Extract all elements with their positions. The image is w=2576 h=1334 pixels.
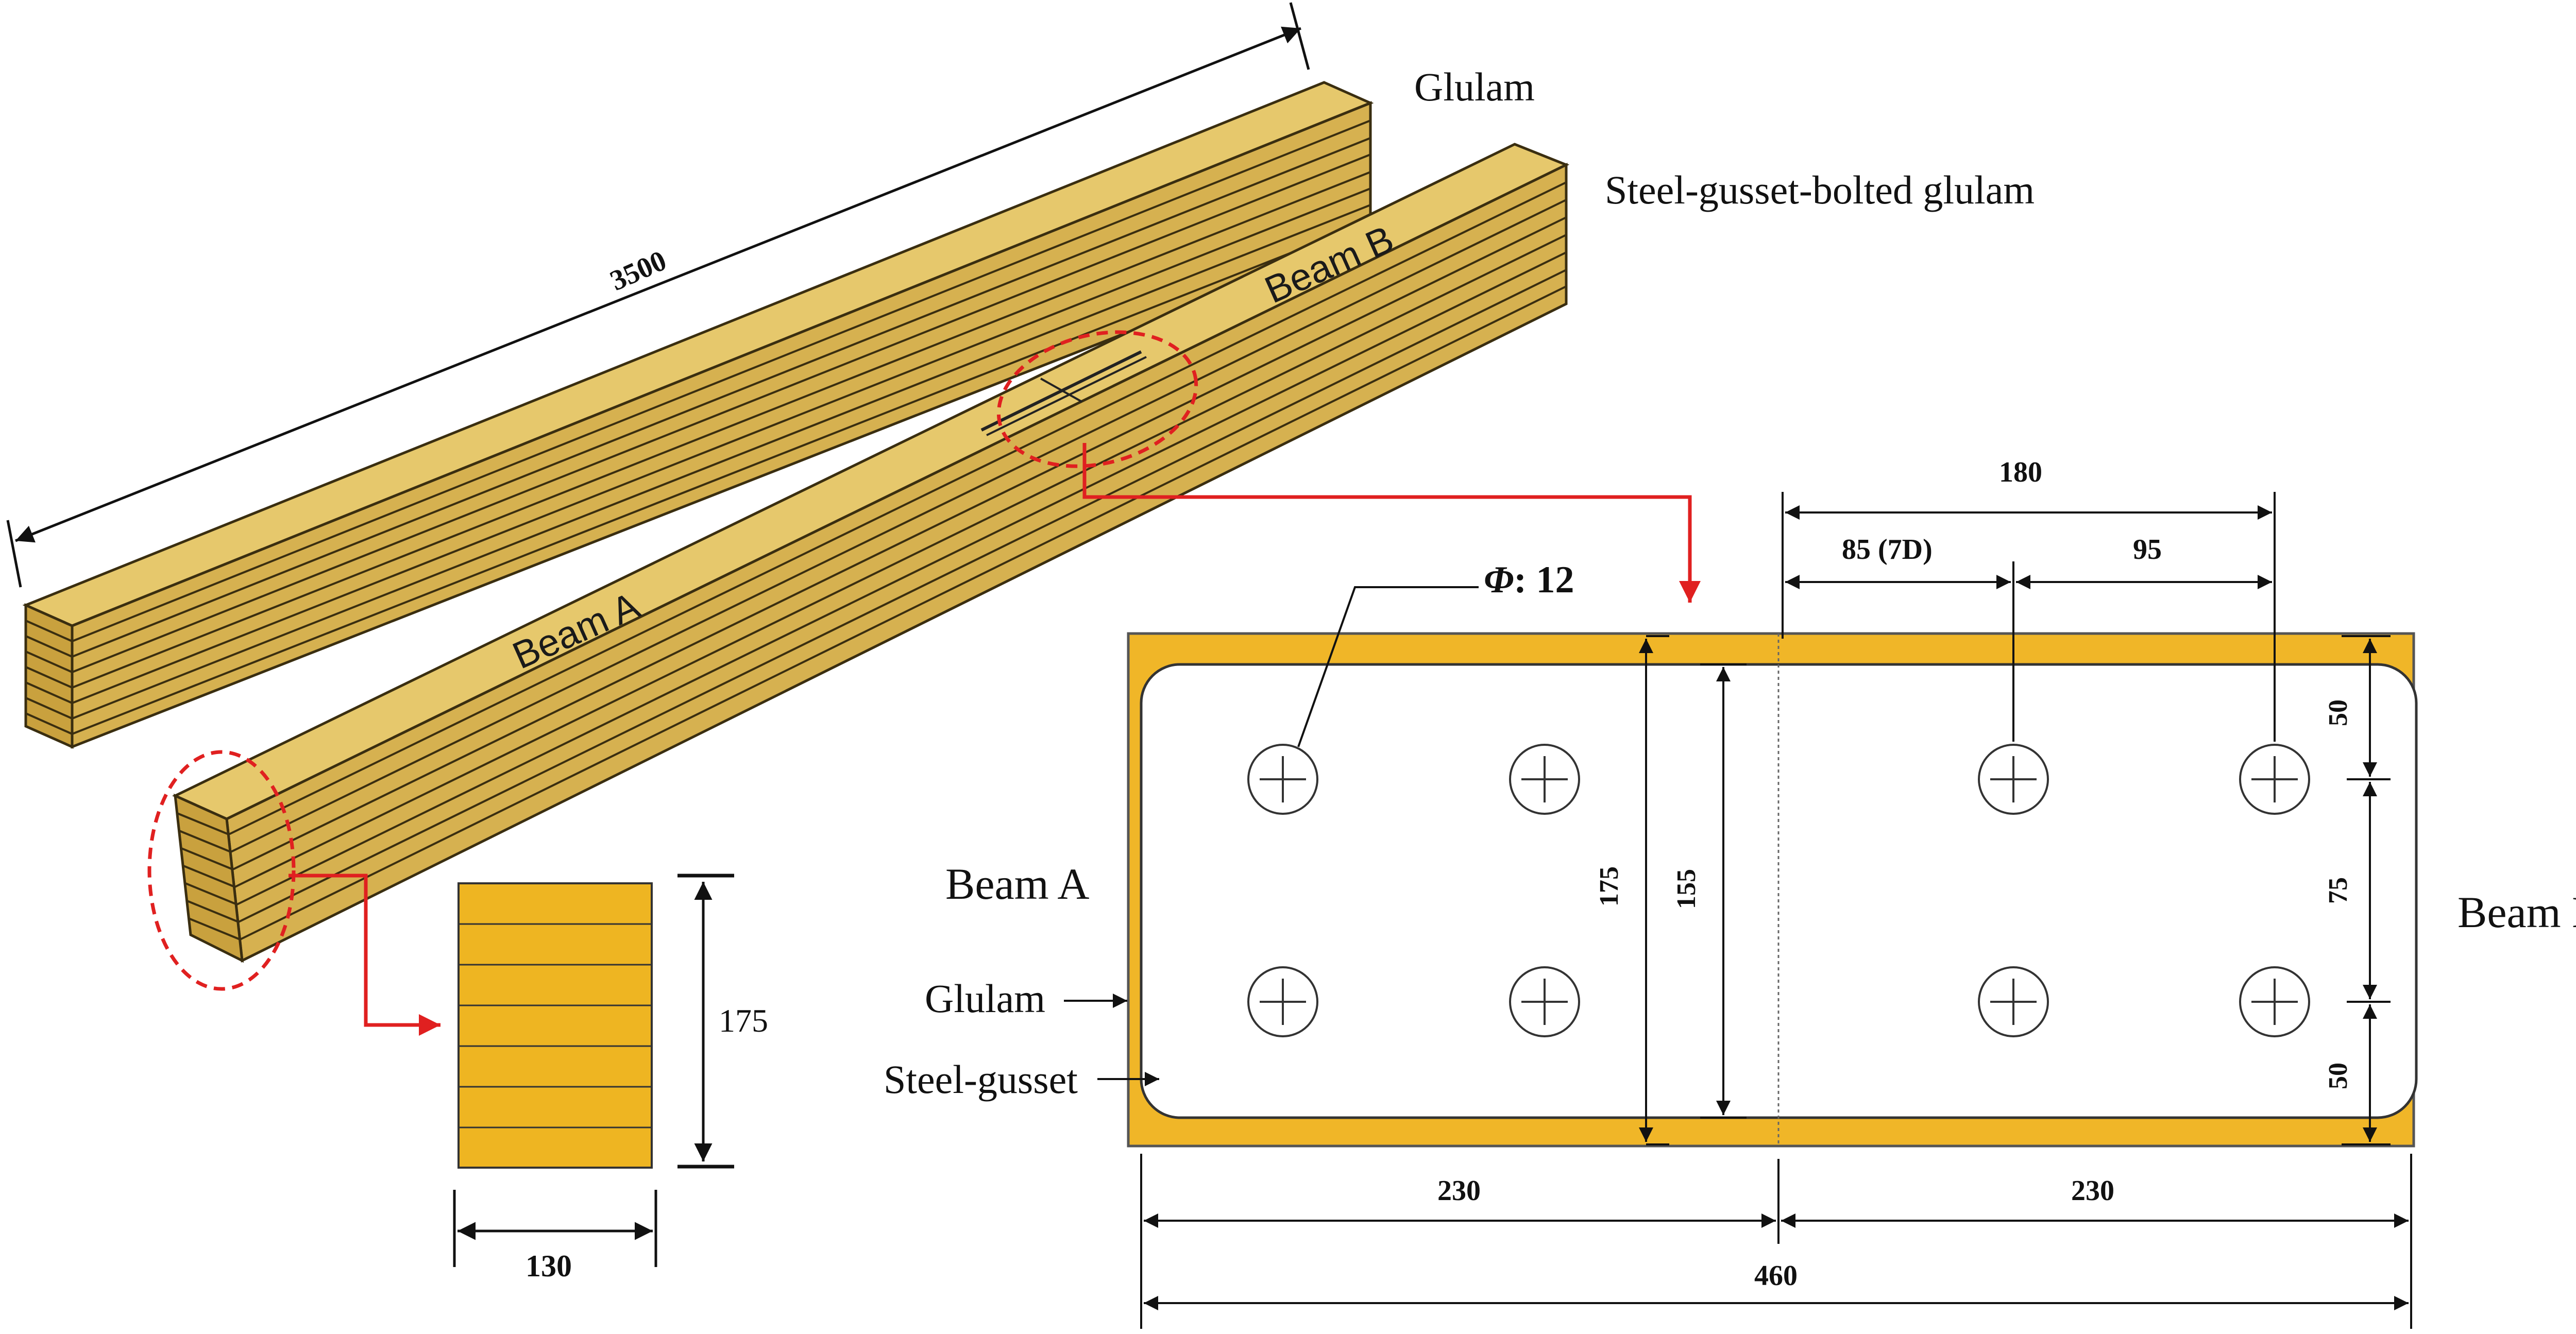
bolt-hole-b3 [1978, 966, 2049, 1037]
phi-symbol: Φ [1484, 559, 1514, 601]
edge-distance-85-7d: 85 (7D) [1842, 534, 1933, 566]
bolt-hole-a1 [1247, 744, 1318, 815]
beam-length-value: 3500 [605, 245, 671, 297]
plate-height-175: 175 [1595, 866, 1624, 907]
half-length-right-230: 230 [2071, 1175, 2114, 1207]
bolt-span-180: 180 [1999, 456, 2042, 488]
bolt-diameter-label: Φ: 12 [1484, 559, 1574, 601]
connection-callout-ellipse [996, 330, 1198, 468]
top-edge-50: 50 [2324, 699, 2353, 726]
beam-b-plan-label: Beam B [2458, 887, 2576, 937]
section-callout-ellipse [147, 750, 296, 991]
bolt-spacing-95: 95 [2133, 534, 2162, 566]
total-length-460: 460 [1754, 1260, 1798, 1292]
glulam-label: Glulam [1414, 64, 1535, 109]
steel-gusset-bolted-label: Steel-gusset-bolted glulam [1605, 167, 2035, 212]
section-width-value: 130 [526, 1249, 572, 1283]
middle-spacing-75: 75 [2324, 877, 2353, 904]
section-callout-arrow [289, 874, 440, 1036]
gusset-plan-view: Φ: 12 180 85 (7D) 95 175 155 50 75 50 [884, 456, 2576, 1329]
bottom-edge-50: 50 [2324, 1063, 2353, 1089]
bolt-hole-a3 [1247, 966, 1318, 1037]
bolt-hole-b4 [2239, 966, 2310, 1037]
bolt-hole-b1 [1978, 744, 2049, 815]
half-length-left-230: 230 [1437, 1175, 1481, 1207]
glulam-pointer-label: Glulam [925, 976, 1045, 1021]
bolt-hole-b2 [2239, 744, 2310, 815]
glulam-cross-section: 175 130 [453, 874, 768, 1283]
phi-value: : 12 [1514, 559, 1574, 601]
connection-callout-arrow [1082, 443, 1701, 603]
steel-gusset-pointer-label: Steel-gusset [884, 1057, 1078, 1102]
beam-a-plan-label: Beam A [945, 859, 1089, 909]
bolt-hole-a2 [1509, 744, 1580, 815]
section-height-value: 175 [719, 1002, 768, 1039]
bolt-holes [1247, 744, 2310, 1037]
plate-inner-155: 155 [1672, 869, 1701, 909]
bolt-hole-a4 [1509, 966, 1580, 1037]
